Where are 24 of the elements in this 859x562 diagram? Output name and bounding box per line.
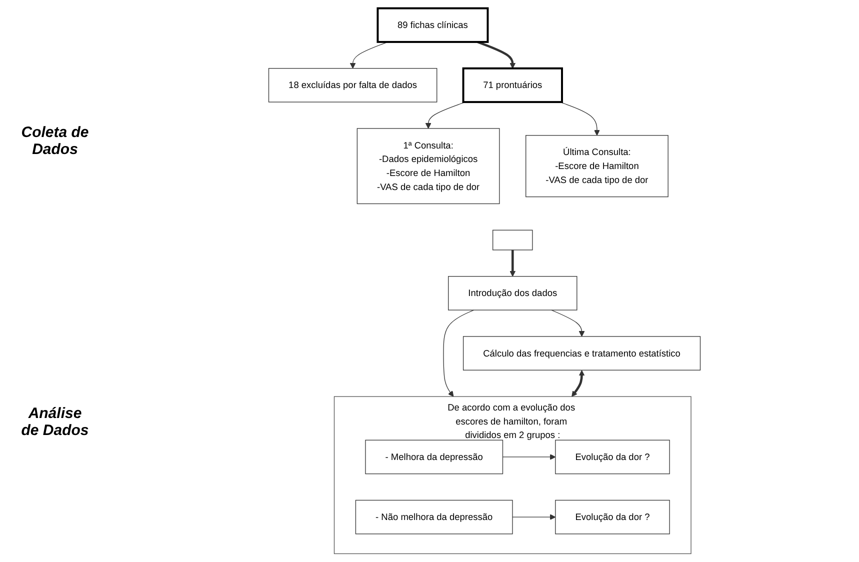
- arrow: [510, 250, 516, 277]
- section-label: Coleta de Dados: [20, 124, 90, 158]
- node-box: 71 prontuários: [462, 67, 563, 104]
- arrow: [443, 310, 474, 397]
- arrow: [350, 42, 388, 69]
- node-box: 89 fichas clínicas: [376, 7, 489, 43]
- node-box: [492, 230, 533, 250]
- arrow: [502, 454, 556, 460]
- arrow: [572, 370, 585, 397]
- section-label: Análise de Dados: [20, 404, 90, 438]
- node-box: - Melhora da depressão: [365, 440, 504, 474]
- node-box: Introdução dos dados: [448, 276, 578, 310]
- arrow: [560, 102, 600, 136]
- node-box: Cálculo das frequencias e tratamento estatístico: [462, 336, 701, 370]
- node-box: - Não melhora da depressão: [355, 500, 513, 534]
- node-box: Evolução da dor ?: [555, 500, 670, 534]
- node-box: 1ª Consulta: -Dados epidemiológicos -Escore de Hamilton -VAS de cada tipo de dor: [356, 128, 500, 204]
- arrow: [425, 102, 466, 129]
- arrow: [477, 40, 516, 69]
- arrow: [512, 514, 556, 520]
- node-box: 18 excluídas por falta de dados: [268, 68, 438, 102]
- node-box: Última Consulta: -Escore de Hamilton -VAS de cada tipo de dor: [526, 135, 668, 198]
- arrow: [551, 310, 585, 337]
- node-box: Evolução da dor ?: [555, 440, 670, 474]
